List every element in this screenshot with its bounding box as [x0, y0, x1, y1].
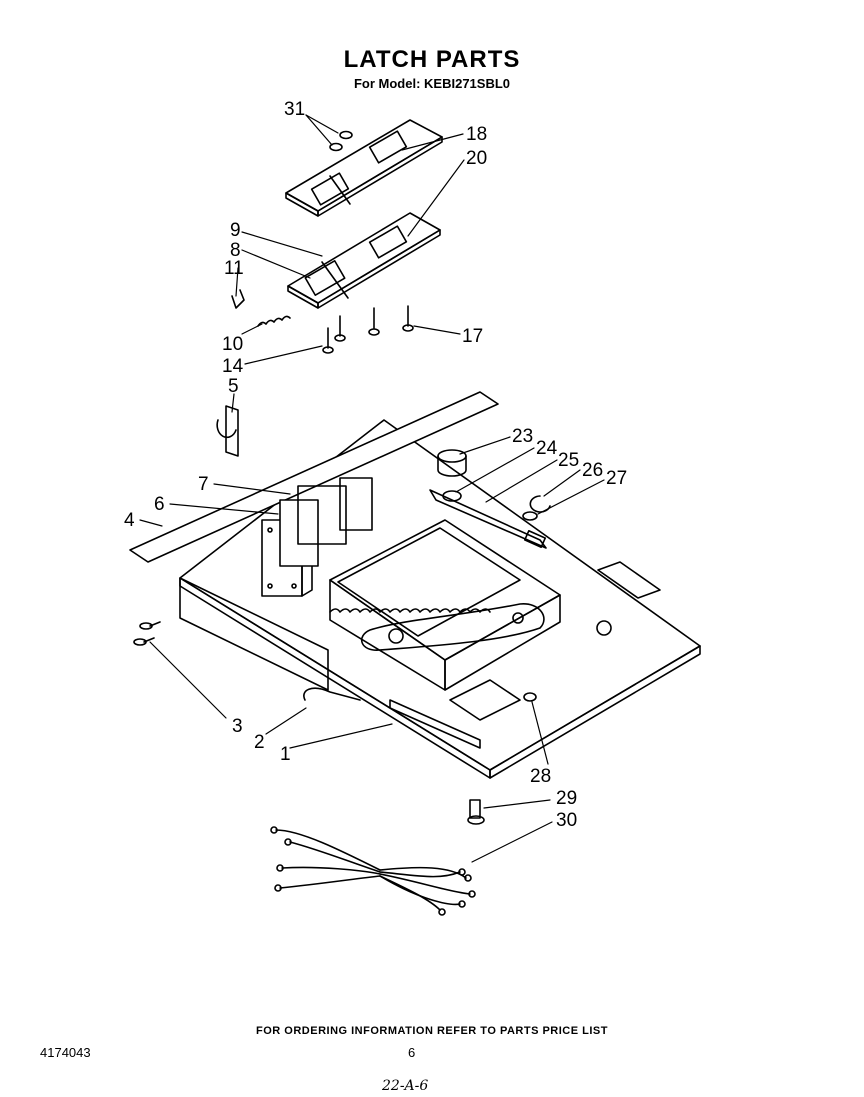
callout-6: 6: [154, 494, 165, 515]
upper-switch-board: [285, 119, 443, 217]
wire-harness-part-30: [270, 826, 476, 916]
callout-1: 1: [280, 744, 291, 765]
spring-part-10: [257, 315, 291, 327]
link-bar-part-25: [429, 489, 547, 549]
callout-9: 9: [230, 220, 241, 241]
screw-part-17: [402, 305, 414, 332]
page-title: LATCH PARTS: [343, 46, 521, 73]
callout-26: 26: [582, 460, 603, 481]
callout-20: 20: [466, 148, 487, 169]
document-number: 4174043: [40, 1045, 91, 1060]
screw-part-29: [467, 799, 485, 825]
washer-part-31: [339, 130, 353, 140]
handwritten-note: 22-A-6: [382, 1078, 429, 1094]
callout-18: 18: [466, 124, 487, 145]
screws-part-14: [322, 307, 380, 354]
bracket-part-5: [216, 405, 239, 457]
callout-30: 30: [556, 810, 577, 831]
switch-bracket-part-7: [279, 477, 373, 567]
callout-2: 2: [254, 732, 265, 753]
actuator-rod-part-4: [129, 391, 499, 563]
callout-24: 24: [536, 438, 558, 459]
model-subtitle: For Model: KEBI271SBL0: [353, 76, 511, 91]
callout-10: 10: [222, 334, 243, 355]
callout-29: 29: [556, 788, 577, 809]
callout-8: 8: [230, 240, 241, 261]
page-number: 6: [408, 1045, 416, 1060]
callout-4: 4: [124, 510, 135, 531]
spring-clip-part-11: [231, 289, 245, 309]
callout-3: 3: [232, 716, 243, 737]
lower-switch-board: [287, 212, 441, 309]
callout-11: 11: [224, 258, 244, 279]
callout-28: 28: [530, 766, 551, 787]
callout-27: 27: [606, 468, 627, 489]
washer-part-31b: [329, 142, 343, 152]
washer-part-27: [522, 511, 538, 521]
screws-part-3: [133, 621, 161, 646]
callout-17: 17: [462, 326, 483, 347]
callout-labels: 31 18 20 9 8 11 10 17 14 5 23 24 25 26 2…: [124, 99, 627, 831]
callout-23: 23: [512, 426, 533, 447]
callout-leaders: [139, 114, 605, 863]
callout-31: 31: [284, 99, 305, 120]
callout-7: 7: [198, 474, 209, 495]
callout-5: 5: [228, 376, 239, 397]
callout-25: 25: [558, 450, 579, 471]
ordering-note: FOR ORDERING INFORMATION REFER TO PARTS …: [256, 1025, 608, 1037]
callout-14: 14: [222, 356, 244, 377]
latch-pin-part-23: [437, 449, 467, 477]
